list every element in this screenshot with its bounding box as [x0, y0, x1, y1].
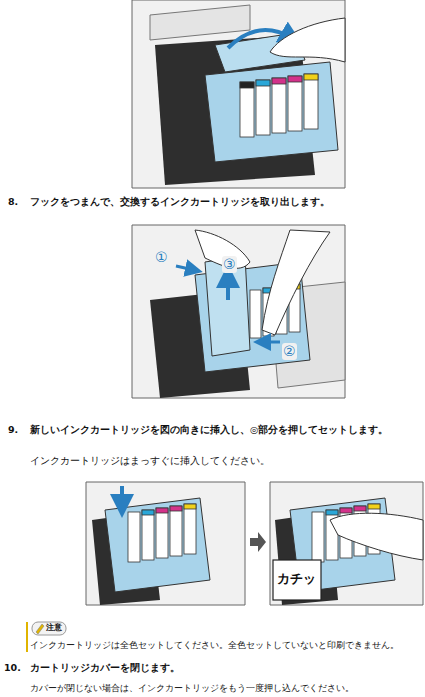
printer-figure-2: [132, 225, 345, 398]
caution-text: インクカートリッジは全色セットしてください。全色セットしていないと印刷できません…: [30, 640, 399, 651]
note-heading: 注意: [46, 623, 62, 633]
step-note: インクカートリッジはまっすぐに挿入してください。: [30, 455, 270, 466]
step-number: 9.: [8, 424, 18, 435]
step-text: フックをつまんで、交換するインクカートリッジを取り出します。: [30, 196, 330, 207]
printer-figure-4: [270, 482, 423, 605]
step-number: 10.: [4, 662, 21, 673]
step-text: カートリッジカバーを閉じます。: [30, 662, 180, 673]
printer-figure-1: [132, 0, 345, 188]
step-number: 8.: [8, 196, 18, 207]
callout-number: ②: [282, 343, 297, 360]
step-text: 新しいインクカートリッジを図の向きに挿入し、◎部分を押してセットします。: [30, 424, 388, 435]
callout-number: ①: [154, 249, 169, 266]
printer-figure-3: [86, 482, 266, 605]
callout-number: ③: [222, 256, 237, 273]
step-note: カバーが閉じない場合は、インクカートリッジをもう一度押し込んでください。: [30, 683, 354, 694]
sound-label: カチッ: [277, 571, 316, 587]
